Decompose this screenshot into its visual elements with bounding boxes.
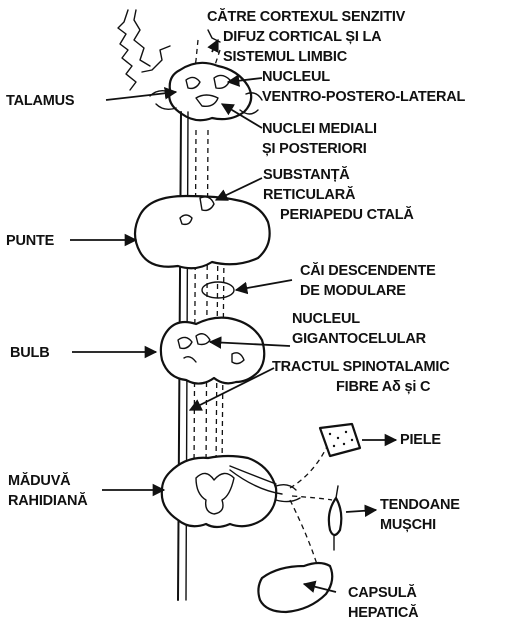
nucleul-gig-label-line2: GIGANTOCELULAR (292, 330, 426, 348)
fibre-label: FIBRE Aδ și C (336, 378, 430, 396)
substanta-label-line1: SUBSTANȚĂ (263, 166, 350, 184)
bulb-label: BULB (10, 344, 49, 362)
skin-patch-icon (320, 424, 360, 456)
capsula-label-line1: CAPSULĂ (348, 584, 417, 602)
pons-section-icon (135, 196, 270, 268)
substanta-label-line3: PERIAPEDU CTALĂ (280, 206, 414, 224)
cai-label-line2: DE MODULARE (300, 282, 406, 300)
medulla-section-icon (161, 318, 264, 384)
tendoane-label-line1: TENDOANE (380, 496, 460, 514)
cai-label-line1: CĂI DESCENDENTE (300, 262, 436, 280)
piele-label: PIELE (400, 431, 441, 449)
nucleul-gig-label-line1: NUCLEUL (292, 310, 360, 328)
cortex-label-line1: CĂTRE CORTEXUL SENZITIV (207, 8, 405, 26)
capsula-label-line2: HEPATICĂ (348, 604, 418, 622)
nucleul-vpl-label-line2: VENTRO-POSTERO-LATERAL (262, 88, 465, 106)
thalamus-section-icon (150, 63, 262, 120)
punte-label: PUNTE (6, 232, 54, 250)
nucleul-vpl-label-line1: NUCLEUL (262, 68, 330, 86)
talamus-label: TALAMUS (6, 92, 74, 110)
nuclei-mediali-label-line2: ȘI POSTERIORI (262, 140, 367, 158)
muscle-tendon-icon (329, 486, 341, 550)
nuclei-mediali-label-line1: NUCLEI MEDIALI (262, 120, 377, 138)
spinal-cord-section-icon (162, 456, 300, 527)
tractul-label: TRACTUL SPINOTALAMIC (272, 358, 450, 376)
cortex-label-line3: SISTEMUL LIMBIC (223, 48, 347, 66)
tendoane-label-line2: MUȘCHI (380, 516, 436, 534)
maduva-label-line1: MĂDUVĂ (8, 472, 70, 490)
substanta-label-line2: RETICULARĂ (263, 186, 355, 204)
cortex-label-line2: DIFUZ CORTICAL ȘI LA (223, 28, 381, 46)
maduva-label-line2: RAHIDIANĂ (8, 492, 88, 510)
